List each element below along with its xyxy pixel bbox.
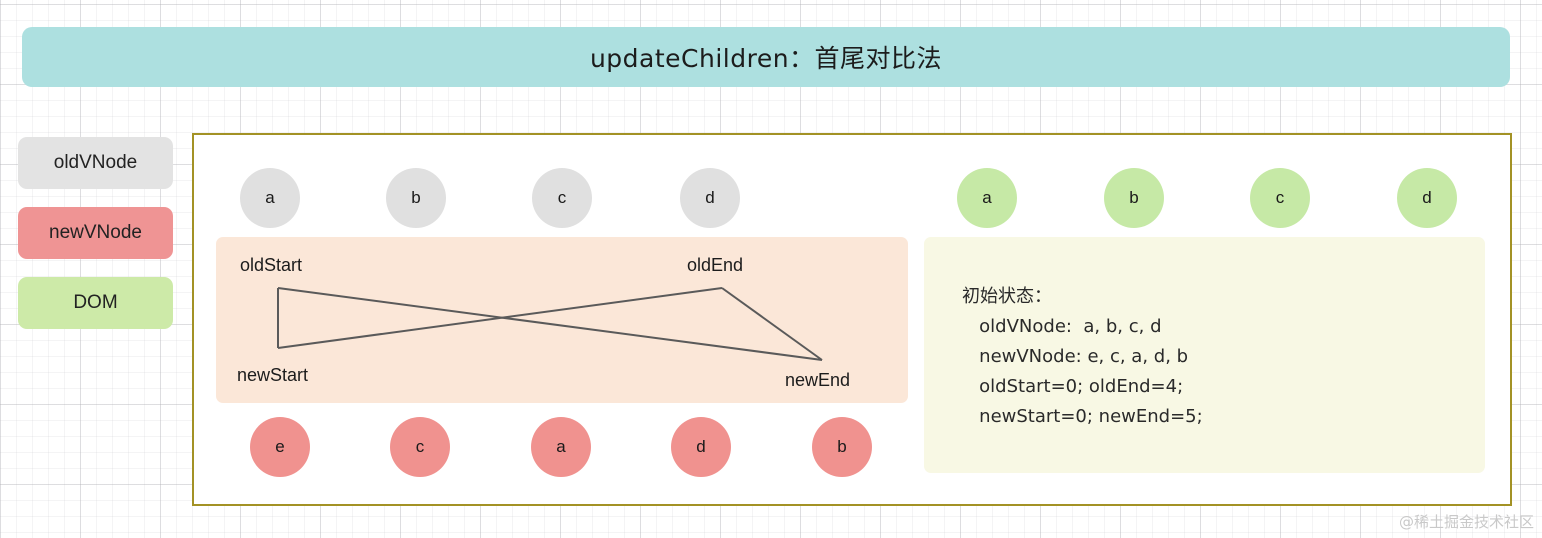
old-node-label: d: [705, 188, 715, 207]
old-node-circle: b: [386, 168, 446, 228]
page-title: updateChildren：首尾对比法: [589, 44, 943, 73]
pointer-label-new-end: newEnd: [785, 370, 851, 390]
pointer-label-new-start: newStart: [237, 365, 309, 385]
legend-item-newvnode: newVNode: [18, 207, 173, 259]
new-node-circle: a: [531, 417, 591, 477]
legend-item-oldvnode: oldVNode: [18, 137, 173, 189]
old-node-label: c: [557, 188, 567, 207]
legend-label-dom: DOM: [73, 292, 118, 313]
new-node-label: c: [415, 437, 425, 456]
dom-node-circle: b: [1104, 168, 1164, 228]
dom-node-label: a: [982, 188, 992, 207]
new-node-circle: b: [812, 417, 872, 477]
new-node-circle: e: [250, 417, 310, 477]
title-banner: updateChildren：首尾对比法: [22, 27, 1510, 87]
new-node-label: b: [837, 437, 847, 456]
old-node-label: b: [411, 188, 421, 207]
old-node-label: a: [265, 188, 275, 207]
dom-node-label: c: [1275, 188, 1285, 207]
new-node-circle: c: [390, 417, 450, 477]
dom-node-label: d: [1422, 188, 1432, 207]
pointer-label-old-end: oldEnd: [687, 255, 744, 275]
new-node-label: d: [696, 437, 706, 456]
legend-label-oldvnode: oldVNode: [53, 152, 138, 173]
dom-node-circle: a: [957, 168, 1017, 228]
initial-state-text: 初始状态： oldVNode: a, b, c, d newVNode: e, …: [962, 286, 1203, 427]
dom-node-label: b: [1129, 188, 1139, 207]
legend-label-newvnode: newVNode: [49, 222, 142, 243]
legend-item-dom: DOM: [18, 277, 173, 329]
old-node-circle: d: [680, 168, 740, 228]
pointer-label-old-start: oldStart: [240, 255, 303, 275]
pointer-compare-panel: oldStart oldEnd newStart newEnd: [216, 237, 908, 403]
new-node-circle: d: [671, 417, 731, 477]
pointer-crossing-lines: [277, 287, 823, 361]
new-node-label: e: [275, 437, 285, 456]
old-node-circle: a: [240, 168, 300, 228]
old-node-circle: c: [532, 168, 592, 228]
dom-node-circle: c: [1250, 168, 1310, 228]
watermark: @稀土掘金技术社区: [1398, 513, 1534, 531]
dom-node-circle: d: [1397, 168, 1457, 228]
initial-state-panel: 初始状态： oldVNode: a, b, c, d newVNode: e, …: [924, 237, 1485, 473]
new-node-label: a: [556, 437, 566, 456]
